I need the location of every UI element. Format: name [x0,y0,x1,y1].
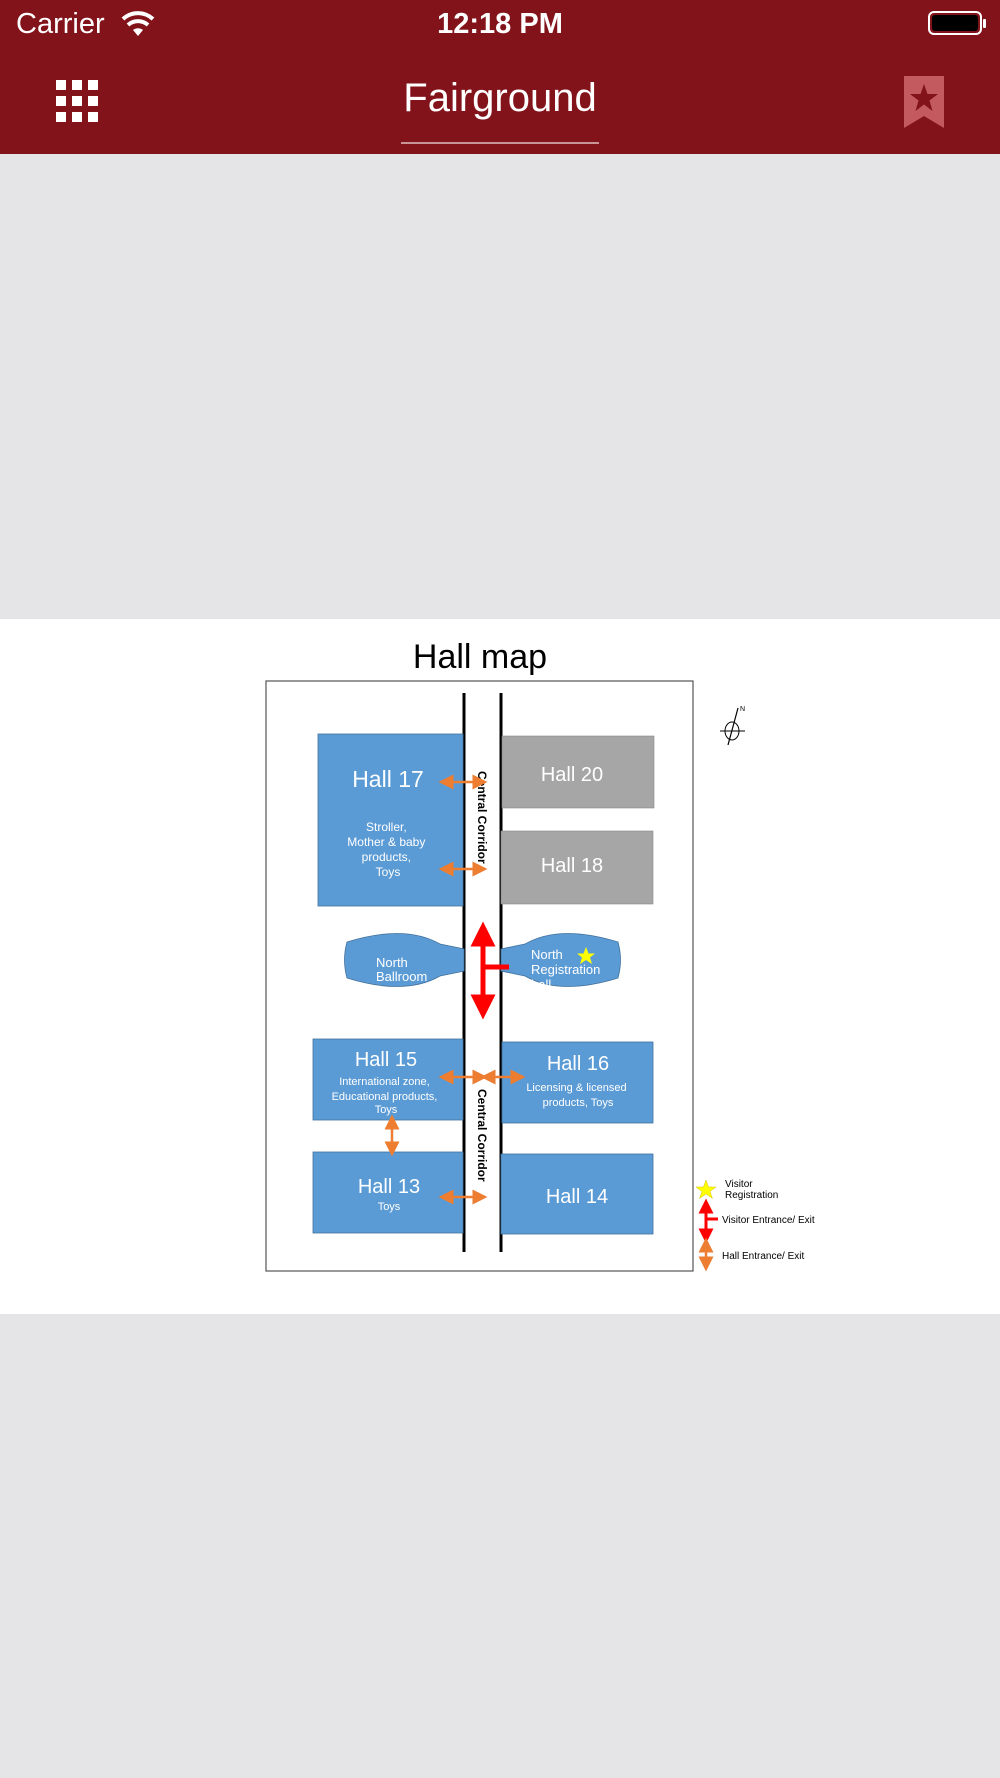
legend-visitor-registration: Visitor Registration [725,1179,778,1201]
wifi-icon [121,11,155,36]
hall-17-desc: Stroller, Mother & baby products, Toys [347,820,428,879]
north-registration-label: North Registration hall [531,947,604,992]
status-time: 12:18 PM [437,8,563,40]
legend-visitor-entrance: Visitor Entrance/ Exit [722,1215,815,1226]
hall-13-name: Hall 13 [358,1176,420,1198]
hall-15[interactable]: Hall 15 International zone, Educational … [312,1038,464,1121]
legend-star-icon [695,1179,717,1200]
hall-14-name: Hall 14 [546,1186,608,1208]
north-ballroom-label: North Ballroom [376,955,427,984]
corridor-label-top: Central Corridor [475,771,489,864]
status-bar: Carrier 12:18 PM [0,0,1000,52]
hall-15-desc: International zone, Educational products… [332,1076,441,1116]
hall-map-panel: Hall map Central Corridor Central Corrid… [0,619,1000,1314]
hall-18[interactable]: Hall 18 [500,830,654,905]
hall-16-name: Hall 16 [547,1053,609,1075]
grid-icon[interactable] [56,80,98,122]
battery-icon [928,11,986,35]
north-registration-hall[interactable]: North Registration hall [500,933,621,992]
hall-16-desc: Licensing & licensed products, Toys [526,1082,629,1109]
hall-16[interactable]: Hall 16 Licensing & licensed products, T… [501,1041,654,1124]
map-title: Hall map [413,638,547,676]
hall-17-name: Hall 17 [352,766,424,792]
carrier-label: Carrier [16,8,105,40]
hall-13[interactable]: Hall 13 Toys [312,1151,464,1234]
legend-hall-entrance: Hall Entrance/ Exit [722,1251,804,1262]
bookmark-star-icon[interactable] [900,74,948,130]
visitor-entrance-arrow [470,921,509,1020]
hall-17[interactable]: Hall 17 Stroller, Mother & baby products… [317,733,464,907]
hall-20-name: Hall 20 [541,764,603,786]
compass-north-label: N [740,706,745,713]
hall-18-name: Hall 18 [541,855,603,877]
registration-star-icon [577,947,595,964]
hall-13-desc: Toys [378,1201,401,1213]
hall-20[interactable]: Hall 20 [501,735,655,809]
page-title: Fairground [403,76,597,120]
hall-14[interactable]: Hall 14 [500,1153,654,1235]
hall-entrance-arrows [384,774,526,1205]
corridor-label-bottom: Central Corridor [475,1089,489,1182]
title-underline [401,142,599,144]
compass-icon: N [720,706,745,746]
hall-map-image: Hall map Central Corridor Central Corrid… [265,638,815,1272]
map-legend: Visitor Registration Visitor Entrance/ E… [695,1179,815,1272]
navigation-bar: Carrier 12:18 PM Fairground [0,0,1000,154]
north-ballroom[interactable]: North Ballroom [344,933,465,987]
hall-15-name: Hall 15 [355,1049,417,1071]
